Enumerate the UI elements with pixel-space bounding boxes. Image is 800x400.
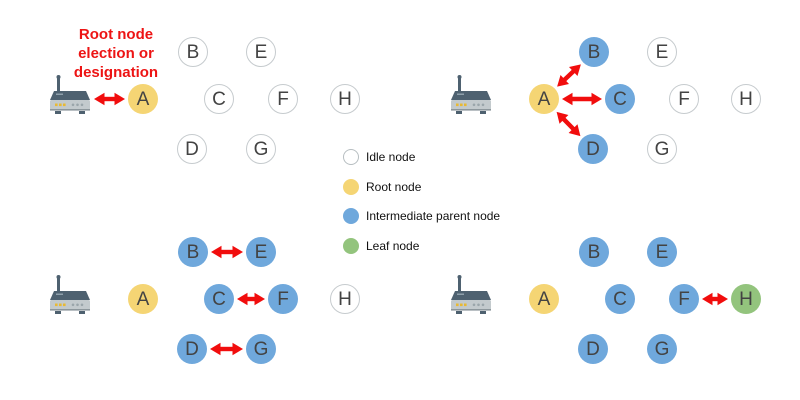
panel-step-2: A B C D E F G H — [401, 0, 800, 200]
idle-node-swatch — [343, 149, 359, 165]
connection-arrows — [210, 245, 265, 356]
node-C: C — [204, 284, 234, 314]
legend-label: Leaf node — [366, 238, 420, 253]
legend-item-leaf: Leaf node — [343, 237, 493, 254]
node-label: D — [586, 338, 600, 360]
node-A: A — [128, 84, 158, 114]
root-node-swatch — [343, 178, 359, 195]
legend-item-idle: Idle node — [343, 149, 493, 165]
legend-label: Intermediate parent node — [366, 209, 501, 223]
router-icon — [50, 75, 90, 114]
node-label: C — [212, 288, 226, 310]
router-icon — [451, 75, 491, 114]
node-label: G — [654, 138, 670, 160]
node-G: G — [647, 334, 677, 364]
step1-annotation: Root node election or designation — [56, 25, 176, 82]
node-A: A — [529, 84, 559, 114]
node-C: C — [204, 84, 234, 114]
node-E: E — [647, 37, 677, 67]
node-D: D — [177, 334, 207, 364]
node-H: H — [330, 284, 360, 314]
node-label: D — [185, 338, 199, 360]
node-label: G — [253, 138, 269, 160]
node-label: F — [678, 288, 690, 310]
node-E: E — [647, 237, 677, 267]
node-label: C — [212, 88, 226, 110]
node-G: G — [647, 134, 677, 164]
node-H: H — [731, 284, 761, 314]
node-label: A — [537, 288, 551, 310]
node-label: G — [654, 338, 670, 360]
node-D: D — [578, 334, 608, 364]
node-label: E — [254, 41, 268, 63]
panel-step-4: A B C D E F G H — [401, 200, 800, 400]
node-B: B — [178, 237, 208, 267]
node-F: F — [268, 84, 298, 114]
annotation-line: election or — [78, 45, 154, 62]
node-label: B — [587, 41, 601, 63]
node-label: H — [338, 88, 352, 110]
node-label: F — [277, 88, 289, 110]
router-icon — [50, 275, 90, 314]
node-label: D — [586, 138, 600, 160]
legend: Idle node Root node Intermediate parent … — [343, 149, 500, 267]
node-label: C — [613, 88, 627, 110]
panel-step-3: A B C D E F G H — [0, 200, 400, 400]
annotation-line: designation — [73, 64, 159, 81]
node-A: A — [128, 284, 158, 314]
intermediate-node-swatch — [343, 208, 359, 224]
node-label: B — [186, 41, 200, 63]
node-A: A — [529, 284, 559, 314]
node-label: A — [136, 288, 150, 310]
node-label: D — [185, 138, 199, 160]
node-D: D — [578, 134, 608, 164]
node-label: F — [277, 288, 289, 310]
node-H: H — [330, 84, 360, 114]
node-label: E — [655, 241, 669, 263]
node-label: G — [253, 338, 269, 360]
node-label: H — [739, 288, 753, 310]
panel-step-1: Root node election or designation A B C … — [0, 0, 400, 200]
connection-arrows — [556, 64, 602, 137]
node-label: A — [537, 88, 551, 110]
node-label: B — [186, 241, 200, 263]
router-icon — [451, 275, 491, 314]
node-F: F — [669, 284, 699, 314]
node-label: B — [587, 241, 601, 263]
node-C: C — [605, 284, 635, 314]
annotation-line: Root node — [78, 26, 154, 43]
node-label: H — [338, 288, 352, 310]
node-E: E — [246, 37, 276, 67]
node-label: A — [136, 88, 150, 110]
node-label: E — [655, 41, 669, 63]
node-C: C — [605, 84, 635, 114]
legend-label: Idle node — [366, 150, 416, 164]
node-D: D — [177, 134, 207, 164]
node-B: B — [579, 237, 609, 267]
node-G: G — [246, 134, 276, 164]
legend-item-intermediate: Intermediate parent node — [343, 208, 500, 224]
node-B: B — [579, 37, 609, 67]
node-F: F — [669, 84, 699, 114]
node-H: H — [731, 84, 761, 114]
legend-item-root: Root node — [343, 178, 493, 195]
node-label: C — [613, 288, 627, 310]
node-label: H — [739, 88, 753, 110]
node-E: E — [246, 237, 276, 267]
connection-arrows — [702, 292, 728, 306]
node-label: F — [678, 88, 690, 110]
node-F: F — [268, 284, 298, 314]
node-G: G — [246, 334, 276, 364]
node-B: B — [178, 37, 208, 67]
legend-label: Root node — [366, 179, 422, 194]
node-label: E — [254, 241, 268, 263]
leaf-node-swatch — [343, 237, 359, 254]
connection-arrows — [94, 92, 125, 106]
